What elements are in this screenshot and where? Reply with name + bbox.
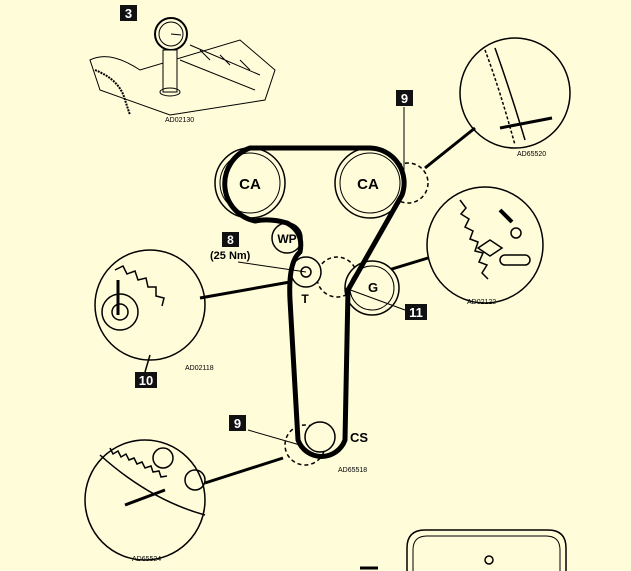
callout-3-box bbox=[120, 5, 137, 21]
magnifier-bottom-left bbox=[84, 439, 284, 561]
code-crank: AD65518 bbox=[338, 467, 367, 474]
code-bottom-left: AD65524 bbox=[132, 556, 161, 563]
svg-text:9: 9 bbox=[234, 416, 241, 431]
code-left: AD02118 bbox=[185, 365, 214, 372]
svg-text:10: 10 bbox=[139, 373, 153, 388]
label-wp: WP bbox=[277, 232, 296, 246]
code-top: AD02130 bbox=[165, 117, 194, 124]
callout-10: 10 bbox=[135, 372, 157, 388]
label-ca-right: CA bbox=[357, 176, 379, 193]
timing-belt bbox=[222, 145, 407, 459]
label-t: T bbox=[301, 292, 309, 306]
svg-text:11: 11 bbox=[409, 305, 423, 320]
timing-cover-partial bbox=[360, 529, 567, 571]
detail-circle-camshaft bbox=[387, 162, 429, 204]
callout-8: 8 bbox=[222, 232, 239, 247]
code-right: AD02122 bbox=[467, 299, 496, 306]
label-cs: CS bbox=[350, 430, 368, 445]
magnifier-top-right bbox=[424, 37, 571, 170]
svg-text:8: 8 bbox=[227, 233, 234, 247]
callout-9-top: 9 bbox=[396, 90, 413, 106]
callout-11: 11 bbox=[405, 304, 427, 320]
label-ca-left: CA bbox=[239, 176, 261, 193]
svg-text:9: 9 bbox=[401, 91, 408, 106]
callout-9-bottom: 9 bbox=[229, 415, 246, 431]
magnifier-left bbox=[94, 249, 291, 373]
callout-3: 3 bbox=[125, 6, 132, 21]
pulley-cs bbox=[304, 421, 336, 453]
magnifier-right bbox=[371, 186, 544, 304]
dial-gauge-inset bbox=[89, 17, 276, 116]
label-g: G bbox=[368, 280, 378, 295]
torque-spec: (25 Nm) bbox=[210, 250, 251, 262]
code-top-right: AD65520 bbox=[517, 151, 546, 158]
